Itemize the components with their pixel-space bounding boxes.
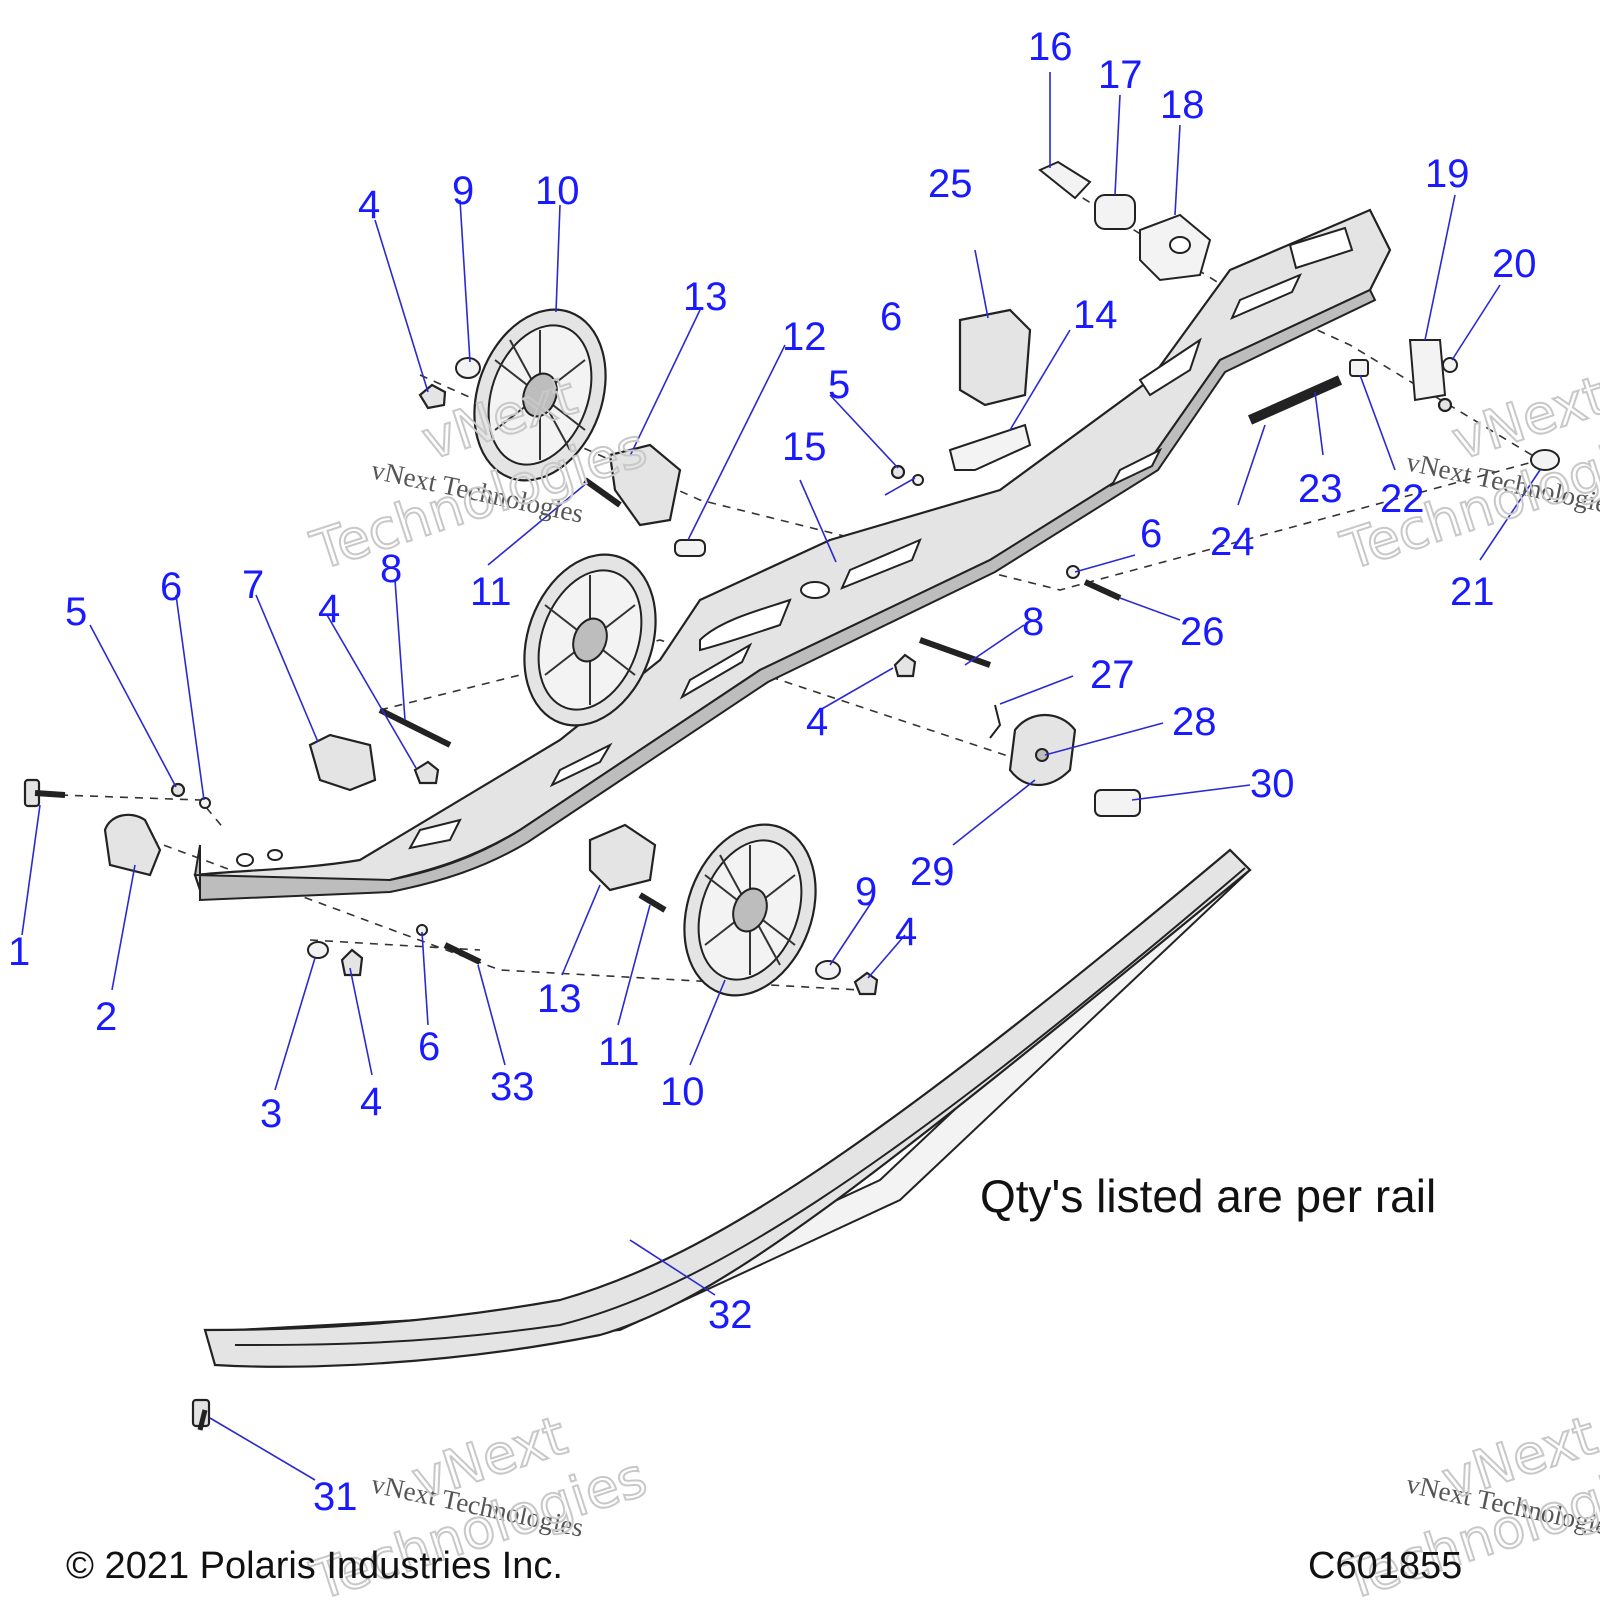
wheel-part-10-lower [683, 823, 817, 997]
callout-4-a: 4 [360, 1080, 382, 1124]
callout-7: 7 [242, 563, 264, 607]
callout-24: 24 [1210, 520, 1255, 564]
callout-30: 30 [1250, 762, 1295, 806]
callout-6-c: 6 [1140, 512, 1162, 556]
callout-9-b: 9 [855, 870, 877, 914]
callout-16: 16 [1028, 25, 1073, 69]
callout-1: 1 [8, 930, 30, 974]
callout-25: 25 [928, 162, 973, 206]
callout-8-a: 8 [380, 547, 402, 591]
callout-13-b: 13 [537, 977, 582, 1021]
callout-33: 33 [490, 1065, 535, 1109]
callout-18: 18 [1160, 83, 1205, 127]
callout-27: 27 [1090, 653, 1135, 697]
rail-part-15 [193, 208, 1392, 902]
callout-28: 28 [1172, 700, 1217, 744]
callout-17: 17 [1098, 53, 1143, 97]
callout-29: 29 [910, 850, 955, 894]
callout-4-c: 4 [318, 587, 340, 631]
copyright-text: © 2021 Polaris Industries Inc. [66, 1545, 563, 1587]
slide-part-32 [203, 848, 1252, 1368]
callout-8-b: 8 [1022, 600, 1044, 644]
callout-31: 31 [313, 1475, 358, 1519]
callout-5-b: 5 [828, 363, 850, 407]
callout-3: 3 [260, 1092, 282, 1136]
callout-4-e: 4 [895, 910, 917, 954]
callout-numbers: 1 2 3 4 4 4 4 4 5 5 6 6 6 6 7 8 8 9 9 10… [8, 25, 1537, 1519]
callout-6-d: 6 [418, 1025, 440, 1069]
callout-20: 20 [1492, 242, 1537, 286]
drawing-number: C601855 [1308, 1545, 1462, 1587]
callout-12: 12 [782, 315, 827, 359]
wheel-part-10-middle [523, 553, 657, 727]
callout-19: 19 [1425, 152, 1470, 196]
quantity-note: Qty's listed are per rail [980, 1170, 1436, 1222]
callout-11-a: 11 [470, 570, 512, 614]
callout-14: 14 [1073, 293, 1118, 337]
callout-11-b: 11 [598, 1030, 640, 1074]
callout-32: 32 [708, 1293, 753, 1337]
callout-15: 15 [782, 425, 827, 469]
callout-9-a: 9 [452, 169, 474, 213]
callout-6-b: 6 [880, 295, 902, 339]
callout-22: 22 [1380, 477, 1425, 521]
callout-13-a: 13 [683, 275, 728, 319]
callout-26: 26 [1180, 610, 1225, 654]
callout-4-b: 4 [358, 183, 380, 227]
callout-5-a: 5 [65, 590, 87, 634]
callout-21: 21 [1450, 570, 1495, 614]
callout-10-a: 10 [535, 169, 580, 213]
callout-6-a: 6 [160, 565, 182, 609]
callout-4-d: 4 [806, 700, 828, 744]
leader-lines [21, 72, 1541, 1481]
callout-23: 23 [1298, 467, 1343, 511]
callout-10-b: 10 [660, 1070, 705, 1114]
callout-2: 2 [95, 995, 117, 1039]
wheel-part-10-upper [473, 308, 607, 482]
small-parts [23, 160, 1560, 1431]
